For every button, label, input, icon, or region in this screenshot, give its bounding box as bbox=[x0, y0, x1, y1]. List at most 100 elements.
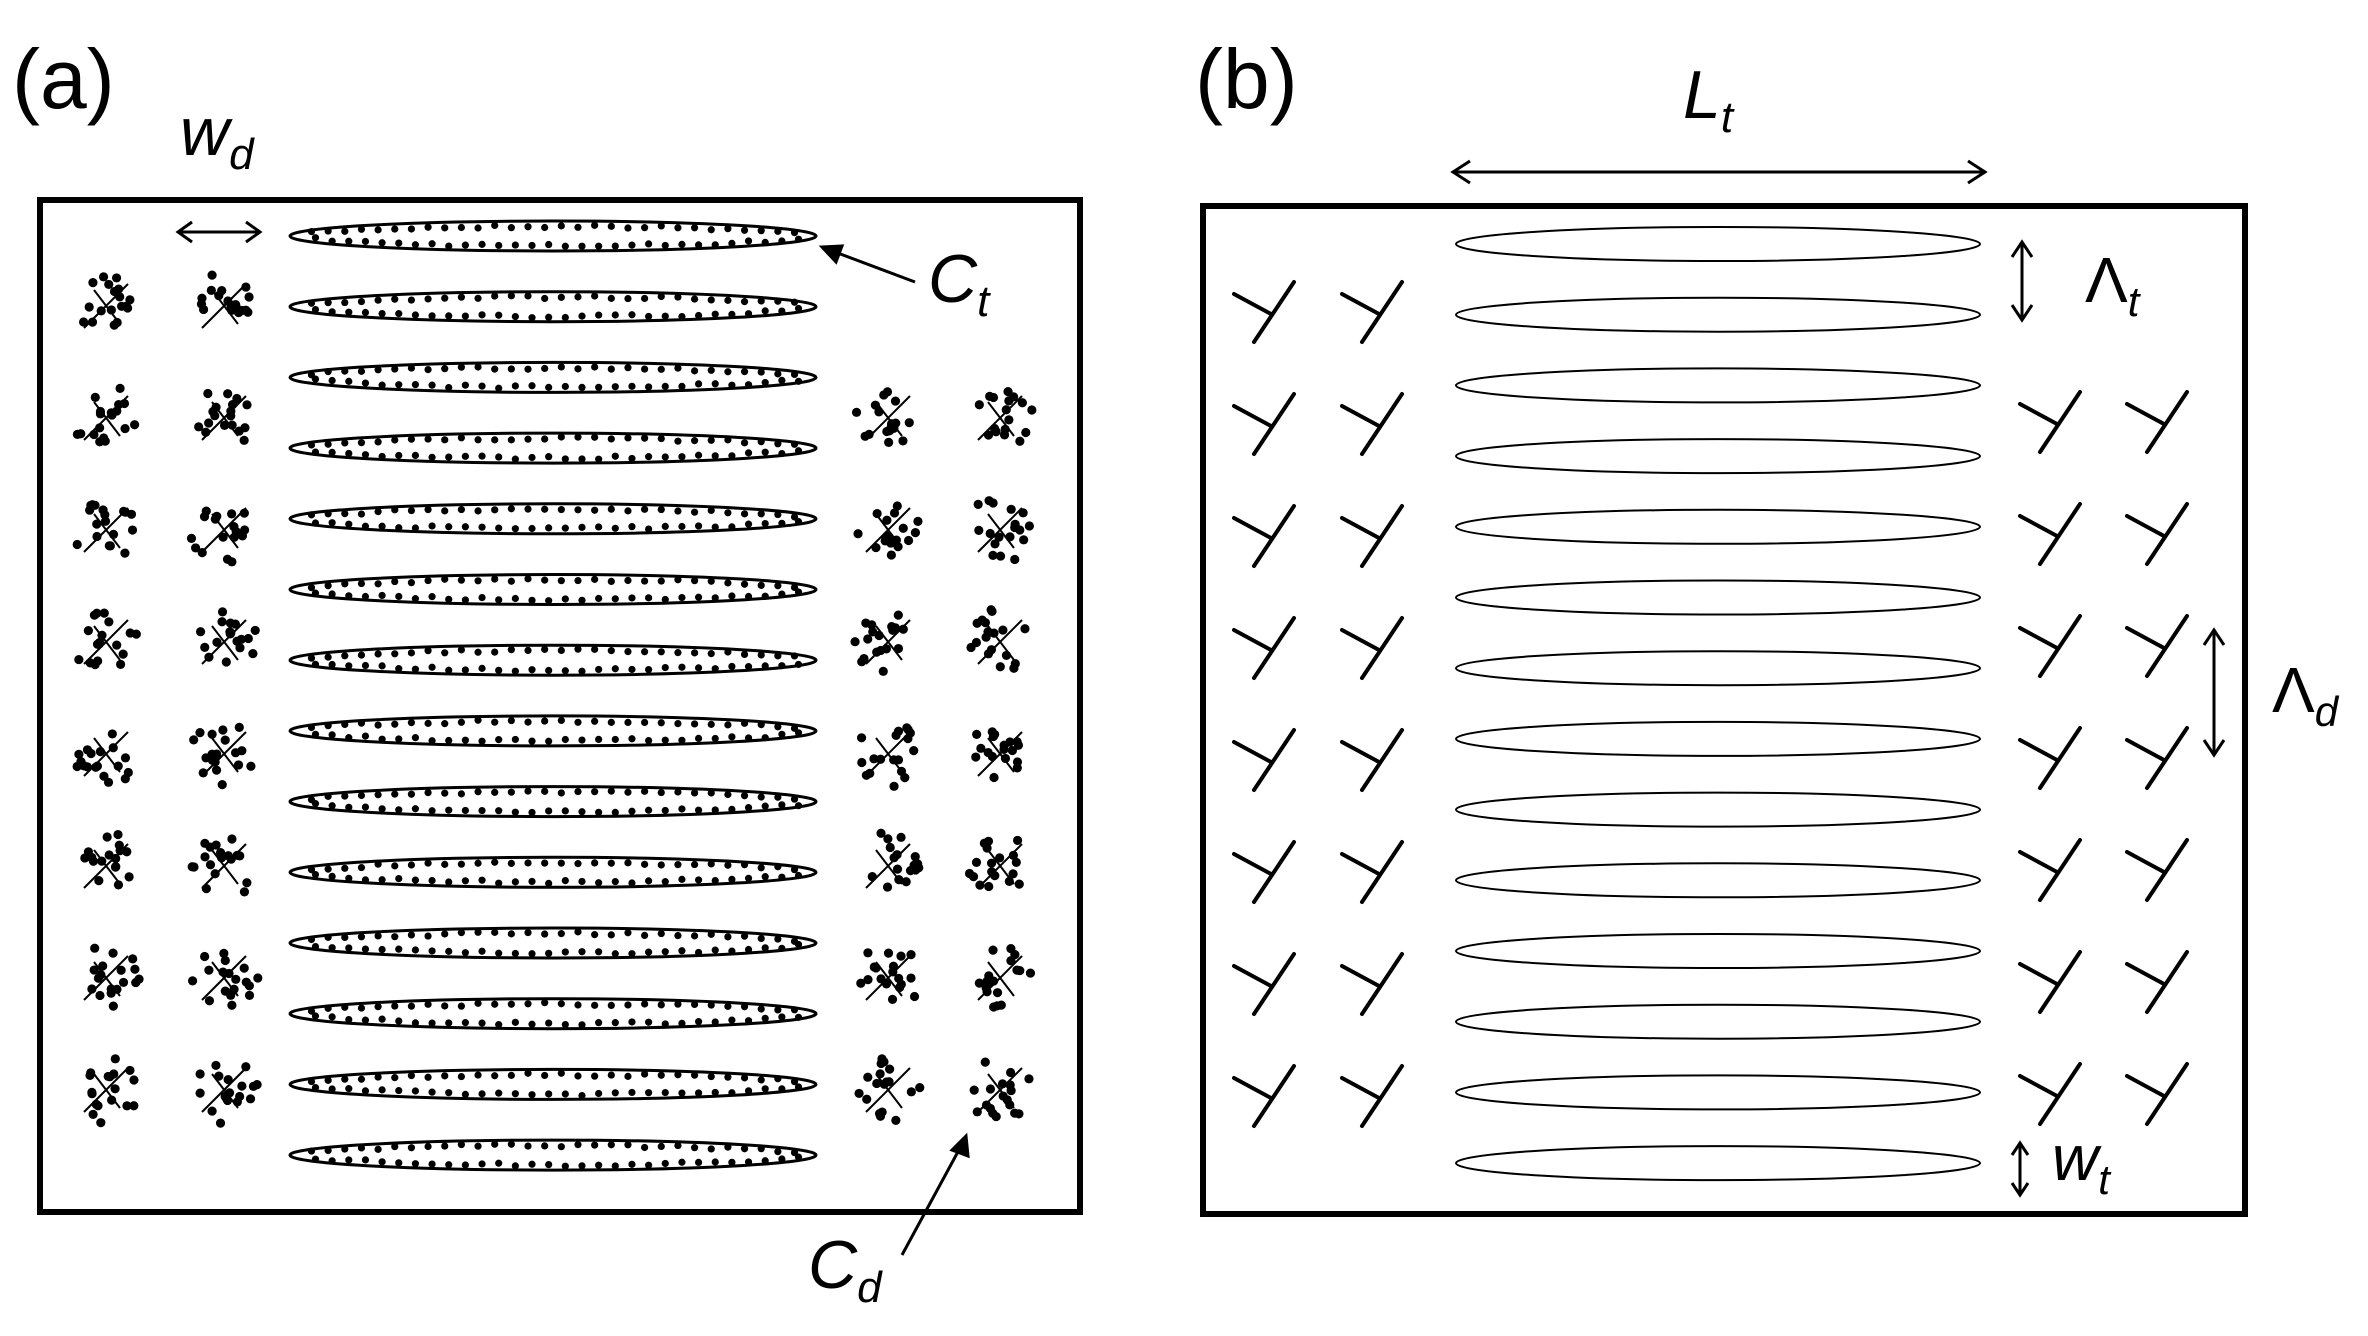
track-a-10 bbox=[288, 855, 818, 889]
cluster-8 bbox=[195, 607, 260, 667]
track-b-12 bbox=[1455, 1003, 1981, 1040]
dislocation-symbol-11 bbox=[1232, 840, 1296, 904]
track-b-1 bbox=[1455, 226, 1981, 262]
track-a-6 bbox=[288, 573, 818, 606]
track-a-5 bbox=[288, 502, 818, 536]
panel-a-label: (a) bbox=[12, 32, 115, 126]
ct-symbol: Ct bbox=[928, 241, 991, 326]
dislocation-symbol-17 bbox=[2018, 390, 2082, 454]
dislocation-symbol-18 bbox=[2125, 390, 2189, 454]
cluster-17 bbox=[851, 387, 914, 447]
wd-sub: d bbox=[229, 130, 255, 179]
dislocation-symbol-26 bbox=[2125, 838, 2189, 902]
track-a-13 bbox=[288, 1067, 818, 1101]
cluster-20 bbox=[973, 496, 1034, 565]
track-a-1 bbox=[288, 219, 818, 253]
track-a-4 bbox=[288, 431, 818, 465]
cluster-3 bbox=[72, 383, 140, 447]
lt-main: L bbox=[1683, 57, 1721, 133]
cluster-7 bbox=[74, 608, 141, 670]
dislocation-symbol-12 bbox=[1340, 840, 1404, 904]
lambda-d-sub: d bbox=[2315, 688, 2340, 735]
panel-b-frame bbox=[1200, 203, 2248, 1217]
cluster-2 bbox=[196, 270, 254, 329]
cluster-22 bbox=[966, 605, 1030, 673]
panel-a-cluster-group bbox=[72, 270, 1037, 1128]
ct-main: C bbox=[928, 241, 978, 317]
wt-sub: t bbox=[2098, 1156, 2112, 1203]
dislocation-symbol-22 bbox=[2125, 614, 2189, 678]
dislocation-symbol-15 bbox=[1232, 1064, 1296, 1128]
wd-arrow bbox=[175, 220, 263, 244]
track-a-3 bbox=[288, 360, 818, 394]
dislocation-symbol-23 bbox=[2018, 726, 2082, 790]
track-b-10 bbox=[1455, 862, 1981, 899]
cluster-27 bbox=[856, 948, 920, 1005]
cluster-26 bbox=[964, 835, 1024, 892]
cluster-29 bbox=[854, 1054, 925, 1125]
track-b-9 bbox=[1455, 791, 1981, 828]
cluster-10 bbox=[189, 722, 256, 790]
cluster-30 bbox=[969, 1057, 1034, 1122]
wt-main: w bbox=[2052, 1122, 2102, 1194]
track-a-8 bbox=[288, 714, 818, 748]
cluster-12 bbox=[187, 834, 252, 897]
cluster-19 bbox=[853, 501, 923, 560]
cluster-14 bbox=[187, 948, 263, 1010]
lambda-d-main: Λ bbox=[2272, 654, 2315, 726]
cd-pointer bbox=[900, 1132, 970, 1256]
track-a-11 bbox=[288, 926, 818, 960]
lt-sub: t bbox=[1721, 93, 1735, 142]
cluster-1 bbox=[79, 272, 135, 330]
wd-symbol: wd bbox=[180, 94, 255, 179]
lambda-t-sub: t bbox=[2128, 278, 2142, 325]
cluster-18 bbox=[974, 387, 1037, 446]
panel-a: (a) wd Ct Cd bbox=[12, 32, 1083, 1312]
panel-b-dislocation-group bbox=[1232, 280, 2189, 1128]
dislocation-symbol-16 bbox=[1340, 1064, 1404, 1128]
cluster-6 bbox=[186, 506, 250, 567]
wt-symbol: wt bbox=[2052, 1122, 2112, 1203]
cluster-23 bbox=[856, 723, 919, 791]
dislocation-symbol-1 bbox=[1232, 280, 1296, 344]
cluster-13 bbox=[83, 943, 144, 1011]
cluster-25 bbox=[865, 828, 924, 892]
cd-symbol: Cd bbox=[808, 1227, 883, 1312]
dislocation-symbol-2 bbox=[1340, 280, 1404, 344]
cluster-16 bbox=[195, 1060, 262, 1128]
cluster-5 bbox=[72, 500, 138, 558]
track-b-11 bbox=[1455, 933, 1981, 969]
cluster-24 bbox=[971, 727, 1024, 783]
cluster-4 bbox=[194, 388, 252, 445]
dislocation-symbol-14 bbox=[1340, 952, 1404, 1016]
track-a-7 bbox=[288, 643, 818, 677]
ct-pointer bbox=[818, 244, 916, 284]
lambda-d-symbol: Λd bbox=[2272, 654, 2340, 735]
wd-main: w bbox=[180, 94, 233, 170]
dislocation-symbol-25 bbox=[2018, 838, 2082, 902]
track-a-14 bbox=[288, 1138, 818, 1172]
dislocation-symbol-13 bbox=[1232, 952, 1296, 1016]
dislocation-symbol-7 bbox=[1232, 616, 1296, 680]
dislocation-symbol-9 bbox=[1232, 728, 1296, 792]
dislocation-symbol-28 bbox=[2125, 950, 2189, 1014]
cluster-28 bbox=[974, 944, 1036, 1012]
panel-b-track-group bbox=[1455, 226, 1981, 1182]
dislocation-symbol-6 bbox=[1340, 504, 1404, 568]
track-b-7 bbox=[1455, 650, 1981, 687]
dislocation-symbol-4 bbox=[1340, 392, 1404, 456]
panel-a-track-group bbox=[288, 219, 818, 1172]
lambda-t-arrow bbox=[2010, 239, 2034, 323]
cd-sub: d bbox=[857, 1263, 883, 1312]
dislocation-symbol-3 bbox=[1232, 392, 1296, 456]
panel-b-label: (b) bbox=[1195, 32, 1298, 126]
track-b-8 bbox=[1455, 720, 1981, 757]
cd-main: C bbox=[808, 1227, 858, 1303]
panel-a-frame bbox=[37, 197, 1083, 1215]
cluster-11 bbox=[80, 829, 134, 890]
lt-arrow bbox=[1450, 159, 1988, 185]
lambda-d-arrow bbox=[2202, 627, 2226, 758]
lt-symbol: Lt bbox=[1683, 57, 1735, 142]
track-b-13 bbox=[1455, 1074, 1981, 1111]
